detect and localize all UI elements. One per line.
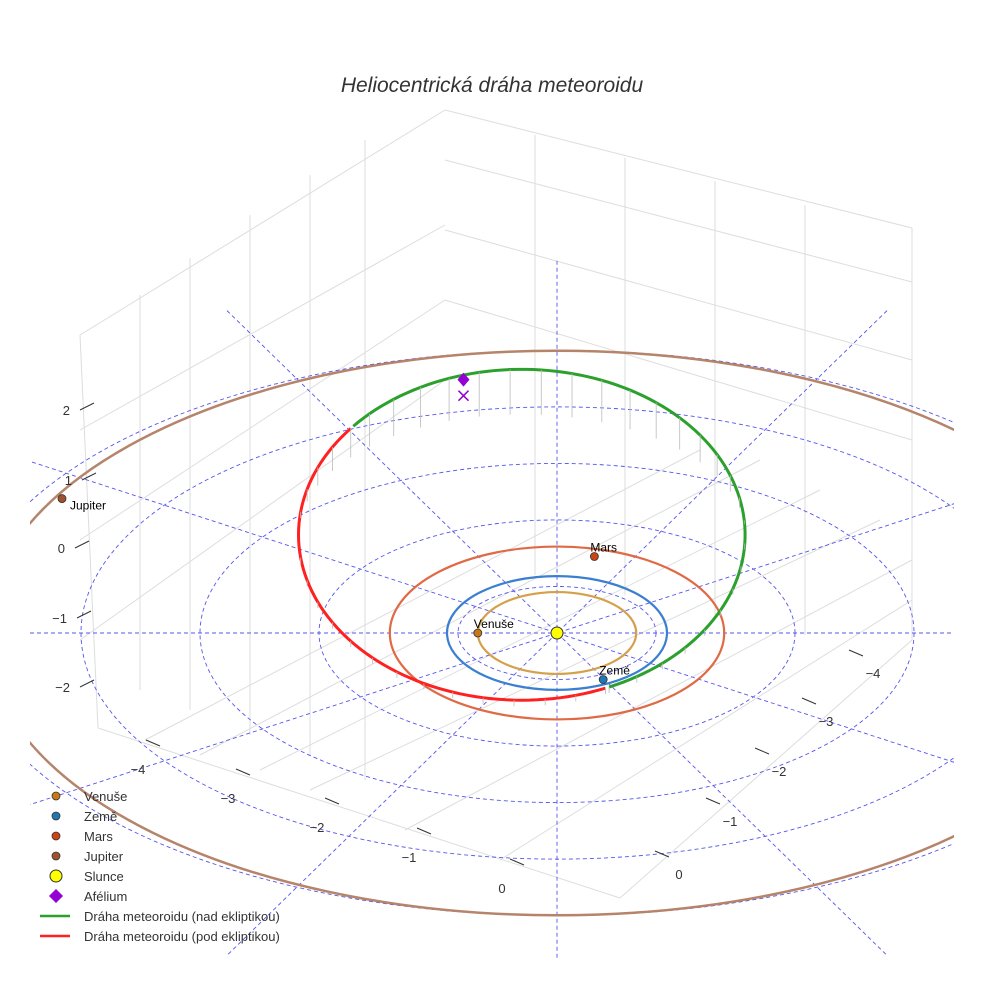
z-tick-label: 1 [65, 473, 72, 488]
x-tick-label: −4 [131, 762, 146, 777]
grid-line [309, 519, 881, 791]
meteoroid-orbit-below [296, 427, 606, 702]
planet-marker [590, 552, 599, 561]
orbit-Jupiter [30, 349, 954, 917]
y-tick-mark [705, 797, 721, 805]
chart-title: Heliocentrická dráha meteoroidu [340, 74, 644, 97]
meteoroid-orbit-above [352, 367, 747, 689]
z-tick-mark [81, 472, 97, 481]
legend-label: Slunce [84, 868, 124, 884]
z-tick-label: −2 [55, 680, 70, 695]
legend-marker-dot-icon [38, 830, 74, 842]
grid-line [79, 224, 446, 431]
legend-label: Země [84, 808, 118, 824]
grid-line [79, 379, 446, 641]
grid-line [79, 299, 446, 541]
legend-marker-dot-icon [38, 810, 74, 822]
aphelion-marker [457, 372, 470, 387]
polar-grid-radial [30, 460, 954, 763]
legend-item[interactable]: Afélium [38, 886, 280, 906]
legend-item[interactable]: Mars [38, 826, 280, 846]
polar-grid-radial [30, 503, 954, 806]
z-tick-mark [79, 402, 95, 411]
x-tick-mark [235, 768, 251, 776]
planet-marker [598, 675, 608, 684]
legend-marker-dot-icon [38, 850, 74, 862]
legend-marker-diamond-icon [38, 889, 74, 903]
legend-label: Dráha meteoroidu (nad ekliptikou) [84, 908, 280, 924]
z-tick-label: 2 [63, 403, 70, 418]
legend-marker-line-icon [38, 933, 74, 939]
x-tick-mark [324, 797, 340, 805]
grid-line [404, 559, 913, 831]
legend-label: Mars [84, 828, 113, 844]
legend-item[interactable]: Dráha meteoroidu (nad ekliptikou) [38, 906, 280, 926]
grid-line [619, 639, 913, 899]
x-tick-label: −1 [402, 850, 417, 865]
y-tick-label: −3 [819, 714, 834, 729]
z-tick-mark [79, 679, 95, 688]
x-tick-label: −3 [221, 791, 236, 806]
x-tick-label: −2 [310, 820, 325, 835]
grid-line [97, 727, 621, 899]
y-tick-mark [654, 850, 670, 858]
y-tick-label: −2 [772, 764, 787, 779]
legend-marker-sun-icon [38, 868, 74, 884]
planet-label: Země [599, 664, 630, 678]
y-tick-mark [801, 697, 817, 705]
planet-label: Jupiter [70, 499, 106, 513]
orbit-Země [445, 575, 669, 691]
legend-item[interactable]: Venuše [38, 786, 280, 806]
z-tick-mark [74, 540, 90, 549]
planet-label: Mars [590, 540, 617, 554]
legend-item[interactable]: Jupiter [38, 846, 280, 866]
z-tick-mark [76, 610, 92, 619]
sun-marker [550, 626, 564, 640]
x-tick-mark [509, 858, 525, 866]
y-tick-label: −1 [723, 814, 738, 829]
grid-line [79, 334, 99, 729]
legend-marker-line-icon [38, 913, 74, 919]
legend-label: Dráha meteoroidu (pod ekliptikou) [84, 928, 280, 944]
y-tick-label: 0 [675, 867, 682, 882]
y-tick-label: −4 [866, 666, 881, 681]
planet-marker [473, 628, 483, 638]
aphelion-projection-marker [457, 390, 470, 402]
x-tick-label: 0 [498, 881, 505, 896]
legend-marker-dot-icon [38, 790, 74, 802]
planet-marker [57, 494, 67, 503]
legend-item[interactable]: Země [38, 806, 280, 826]
legend-label: Venuše [84, 788, 128, 804]
grid-line [444, 229, 913, 361]
grid-line [259, 489, 821, 771]
x-tick-mark [145, 739, 161, 747]
z-tick-label: 0 [58, 541, 65, 556]
orbit-Mars [388, 545, 726, 721]
x-tick-mark [416, 827, 432, 835]
z-tick-label: −1 [52, 611, 67, 626]
grid-line [499, 599, 913, 861]
grid-line [79, 109, 446, 336]
legend-label: Afélium [84, 888, 128, 904]
grid-line [444, 299, 913, 441]
legend-label: Jupiter [84, 848, 124, 864]
legend-item[interactable]: Dráha meteoroidu (pod ekliptikou) [38, 926, 280, 946]
grid-line [444, 159, 913, 283]
y-tick-mark [848, 649, 864, 657]
legend-item[interactable]: Slunce [38, 866, 280, 886]
y-tick-mark [754, 747, 770, 755]
planet-label: Venuše [474, 617, 514, 631]
grid-line [444, 109, 913, 229]
grid-line [144, 449, 701, 741]
